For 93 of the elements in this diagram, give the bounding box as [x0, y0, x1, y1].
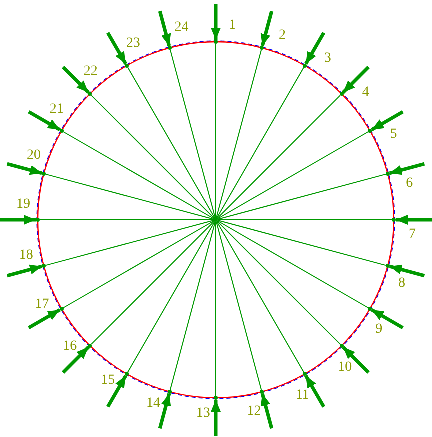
circle-point	[60, 307, 64, 311]
radial-line	[170, 50, 216, 219]
force-arrow	[6, 162, 43, 176]
radial-line	[46, 220, 215, 266]
force-arrow	[304, 375, 326, 408]
point-number: 14	[146, 397, 161, 412]
circle-point	[125, 64, 129, 68]
force-arrow	[28, 110, 61, 132]
circle-point	[260, 46, 264, 50]
circle-point	[214, 396, 218, 400]
radial-line	[91, 95, 216, 220]
point-number: 11	[296, 388, 310, 403]
circle-point	[168, 390, 172, 394]
point-number: 13	[196, 407, 210, 422]
circle-point	[168, 46, 172, 50]
force-arrow	[260, 10, 274, 47]
point-number: 21	[50, 103, 64, 118]
radial-line	[216, 67, 304, 219]
force-arrow	[106, 375, 128, 408]
radial-line	[216, 95, 341, 220]
radial-line	[63, 220, 215, 308]
force-arrow	[6, 264, 43, 278]
force-arrow	[158, 393, 172, 430]
circle-point	[303, 64, 307, 68]
radial-line	[217, 132, 369, 220]
force-arrow	[371, 308, 404, 330]
point-number: 9	[376, 322, 383, 337]
radial-line	[63, 132, 215, 220]
point-number: 8	[398, 277, 406, 292]
circle-point	[392, 218, 396, 222]
point-number: 1	[229, 18, 236, 33]
circle-point	[214, 40, 218, 44]
radial-line	[216, 221, 262, 390]
force-arrow	[260, 393, 274, 430]
force-arrow	[396, 215, 432, 225]
force-arrow	[371, 110, 404, 132]
point-number: 20	[26, 148, 41, 163]
force-arrow	[342, 346, 370, 374]
point-number: 7	[408, 228, 416, 242]
force-arrow	[28, 308, 61, 330]
circle-point	[88, 344, 92, 348]
point-number: 15	[101, 374, 116, 388]
circle-point	[386, 172, 390, 176]
circle-point	[60, 129, 64, 133]
radial-line	[46, 174, 215, 220]
point-number: 4	[362, 86, 370, 100]
point-number: 5	[390, 128, 398, 142]
force-arrow	[342, 66, 370, 94]
point-number: 24	[174, 21, 189, 36]
circle-point	[340, 92, 344, 96]
force-arrow	[0, 215, 36, 225]
circle-point	[125, 372, 129, 376]
point-number: 16	[63, 340, 78, 354]
force-arrow	[211, 400, 221, 436]
point-number: 6	[406, 176, 414, 191]
force-arrow	[304, 32, 326, 65]
force-arrow	[62, 346, 90, 374]
radial-line	[216, 221, 304, 373]
point-number: 19	[16, 198, 31, 212]
point-number: 22	[84, 65, 98, 80]
force-arrow	[62, 66, 90, 94]
circle-point	[42, 172, 46, 176]
point-number: 23	[126, 37, 140, 52]
circle-point	[36, 218, 40, 222]
point-number: 18	[19, 249, 34, 264]
force-arrow	[389, 162, 426, 176]
circle-point	[340, 344, 344, 348]
point-number: 2	[278, 28, 286, 43]
force-arrow	[158, 10, 172, 47]
force-arrow	[106, 32, 128, 65]
radial-line	[91, 220, 216, 345]
radial-line	[128, 221, 216, 373]
point-number: 3	[324, 52, 332, 66]
circle-point	[368, 129, 372, 133]
circle-point	[303, 372, 307, 376]
radial-line	[170, 221, 216, 390]
force-arrow	[389, 264, 426, 278]
point-number: 17	[35, 298, 50, 312]
point-number: 10	[338, 360, 352, 375]
force-arrow	[211, 4, 221, 40]
radial-line	[216, 220, 341, 345]
circle-point	[260, 390, 264, 394]
radial-line	[217, 220, 386, 266]
radial-line	[217, 174, 386, 220]
radial-line	[217, 220, 369, 308]
circle-point	[386, 264, 390, 268]
radial-line	[216, 50, 262, 219]
circle-point	[88, 92, 92, 96]
point-number: 12	[247, 404, 262, 419]
circle-point	[368, 307, 372, 311]
radial-line	[128, 67, 216, 219]
circle-point	[42, 264, 46, 268]
center-point	[214, 218, 218, 222]
